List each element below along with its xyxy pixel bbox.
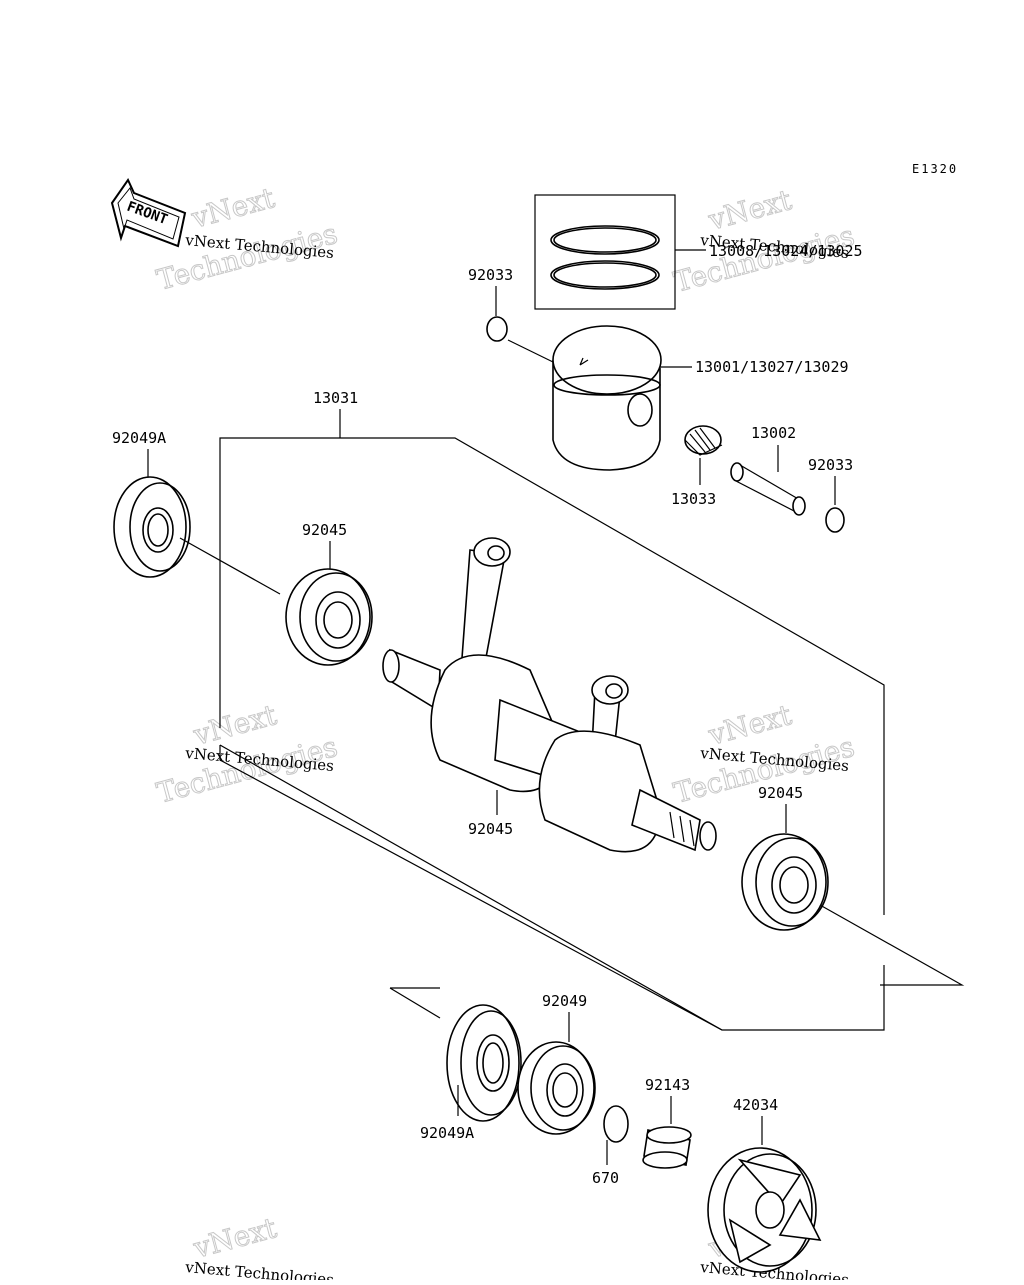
svg-text:vNext: vNext [704,183,795,237]
label-needle-bearing: 13033 [671,490,716,508]
label-bearing-left: 92045 [302,521,347,539]
label-bearing-center: 92045 [468,820,513,838]
svg-text:vNext: vNext [189,698,280,752]
piston-rings [534,194,706,310]
crankshaft [382,537,717,853]
circlip-right [825,507,845,533]
svg-text:vNext: vNext [704,698,795,752]
circlip-top [486,316,508,342]
piston-pin [730,462,806,516]
label-piston: 13001/13027/13029 [695,358,849,376]
label-bearing-lower: 92049 [542,992,587,1010]
label-piston-pin: 13002 [751,424,796,442]
bearing-right [741,833,829,931]
bearing-lower [517,1041,596,1135]
needle-bearing [684,425,723,456]
label-o-ring: 670 [592,1169,619,1187]
label-piston-rings: 13008/13024/13025 [709,242,863,260]
spacer [642,1126,692,1169]
watermark-top-left: vNext Technologies vNext Technologies [153,180,342,297]
label-crankshaft-assy: 13031 [313,389,358,407]
label-oil-seal-lower: 92049A [420,1124,474,1142]
label-circlip-right: 92033 [808,456,853,474]
label-oil-seal-left: 92049A [112,429,166,447]
coupling [707,1147,822,1273]
front-arrow-icon: FRONT [110,177,187,248]
diagram-code: E1320 [912,162,958,176]
svg-text:vNext Technologies: vNext Technologies [184,1258,335,1280]
label-circlip-top: 92033 [468,266,513,284]
label-coupling: 42034 [733,1096,778,1114]
oil-seal-lower [446,1004,522,1122]
o-ring [603,1105,629,1143]
svg-text:vNext: vNext [187,181,278,235]
piston [552,325,692,471]
bearing-left [285,568,373,666]
watermark-top-right: vNext Technologies vNext Technologies [670,182,859,299]
watermark-mid-left: vNext Technologies vNext Technologies [153,697,342,810]
label-bearing-right: 92045 [758,784,803,802]
watermark-bottom-left: vNext vNext Technologies [184,1210,335,1285]
svg-text:vNext: vNext [189,1211,280,1265]
oil-seal-left [113,476,191,578]
label-spacer: 92143 [645,1076,690,1094]
